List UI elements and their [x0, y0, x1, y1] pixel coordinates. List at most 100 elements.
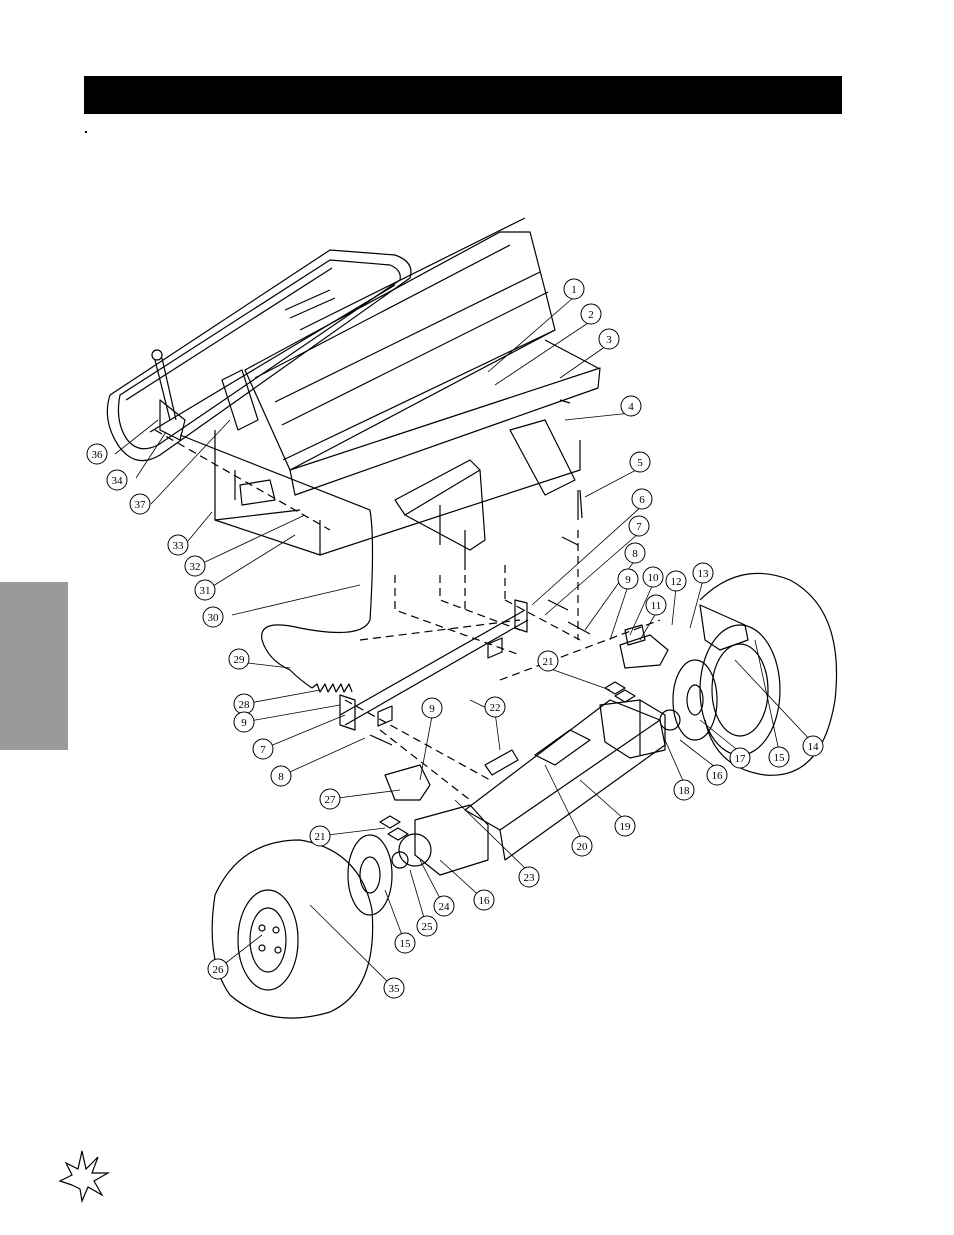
callout-circle: [484, 696, 506, 718]
callout-label: 11: [651, 600, 662, 612]
callout-17: 17: [729, 747, 751, 769]
callout-label: 36: [92, 449, 104, 461]
rear-tire-right: [699, 572, 838, 776]
callout-37: 37: [129, 493, 151, 515]
callout-label: 9: [429, 703, 435, 715]
callout-circle: [706, 764, 728, 786]
callout-label: 8: [632, 548, 638, 560]
callout-30: 30: [202, 606, 224, 628]
callout-label: 4: [628, 401, 634, 413]
callout-27: 27: [319, 788, 341, 810]
callout-1: 1: [563, 278, 585, 300]
callout-7: 7: [628, 515, 650, 537]
callout-14: 14: [802, 735, 824, 757]
callout-label: 29: [234, 654, 246, 666]
callout-circle: [628, 515, 650, 537]
callout-label: 8: [278, 771, 284, 783]
callout-circle: [768, 746, 790, 768]
callout-circle: [642, 566, 664, 588]
callout-10: 10: [642, 566, 664, 588]
callout-circle: [665, 570, 687, 592]
callout-label: 12: [671, 576, 682, 588]
callout-9: 9: [421, 697, 443, 719]
callout-label: 35: [389, 983, 401, 995]
callout-circle: [537, 650, 559, 672]
callout-36: 36: [86, 443, 108, 465]
callout-circle: [252, 738, 274, 760]
callout-20: 20: [571, 835, 593, 857]
callout-label: 7: [260, 744, 266, 756]
callout-label: 31: [200, 585, 211, 597]
callout-circle: [580, 303, 602, 325]
callout-label: 32: [190, 561, 201, 573]
callout-22: 22: [484, 696, 506, 718]
callout-29: 29: [228, 648, 250, 670]
callout-9: 9: [233, 711, 255, 733]
callout-label: 15: [400, 938, 412, 950]
callout-circle: [645, 594, 667, 616]
callout-34: 34: [106, 469, 128, 491]
brake-disc-right: [672, 659, 718, 741]
brake-caliper-right: [619, 624, 669, 669]
callout-circle: [270, 765, 292, 787]
callout-circle: [309, 825, 331, 847]
callout-26: 26: [207, 958, 229, 980]
brake-disc-left: [347, 834, 393, 916]
callout-circle: [319, 788, 341, 810]
callout-21: 21: [537, 650, 559, 672]
callout-7: 7: [252, 738, 274, 760]
diagram-artwork: [106, 217, 838, 1019]
callout-circle: [620, 395, 642, 417]
callout-12: 12: [665, 570, 687, 592]
callout-label: 20: [577, 841, 589, 853]
callout-circle: [473, 889, 495, 911]
section-tab: [0, 582, 68, 750]
callout-circle: [571, 835, 593, 857]
callout-9: 9: [617, 568, 639, 590]
callout-label: 21: [543, 656, 554, 668]
callout-label: 6: [639, 494, 645, 506]
callout-circle: [802, 735, 824, 757]
stray-dot: [85, 131, 87, 133]
callout-label: 30: [208, 612, 220, 624]
callout-label: 25: [422, 921, 434, 933]
callout-circle: [614, 815, 636, 837]
callout-label: 37: [135, 499, 147, 511]
callout-18: 18: [673, 779, 695, 801]
bolts: [369, 399, 591, 746]
callout-label: 22: [490, 702, 501, 714]
callout-circle: [433, 895, 455, 917]
callout-circle: [692, 562, 714, 584]
rear-hitch: [394, 419, 579, 570]
callout-circle: [598, 328, 620, 350]
hydro-motor-right: [599, 699, 681, 759]
callout-label: 24: [439, 901, 451, 913]
callout-label: 19: [620, 821, 632, 833]
callout-3: 3: [598, 328, 620, 350]
callout-19: 19: [614, 815, 636, 837]
axle-tube: [464, 699, 666, 861]
callout-label: 33: [173, 540, 185, 552]
callout-2: 2: [580, 303, 602, 325]
callout-label: 1: [571, 284, 577, 296]
callout-label: 15: [774, 752, 786, 764]
callout-label: 9: [625, 574, 631, 586]
callout-15: 15: [394, 932, 416, 954]
callout-circle: [167, 534, 189, 556]
callout-13: 13: [692, 562, 714, 584]
callout-label: 34: [112, 475, 124, 487]
callout-circle: [518, 866, 540, 888]
callout-15: 15: [768, 746, 790, 768]
alignment-lines: [154, 429, 661, 801]
control-cable: [179, 434, 374, 689]
callout-circle: [184, 555, 206, 577]
callout-label: 16: [479, 895, 491, 907]
callout-circle: [729, 747, 751, 769]
hydro-motor-left: [391, 804, 489, 876]
callout-8: 8: [624, 542, 646, 564]
callout-35: 35: [383, 977, 405, 999]
elbow-fittings: [379, 681, 636, 841]
callout-32: 32: [184, 555, 206, 577]
